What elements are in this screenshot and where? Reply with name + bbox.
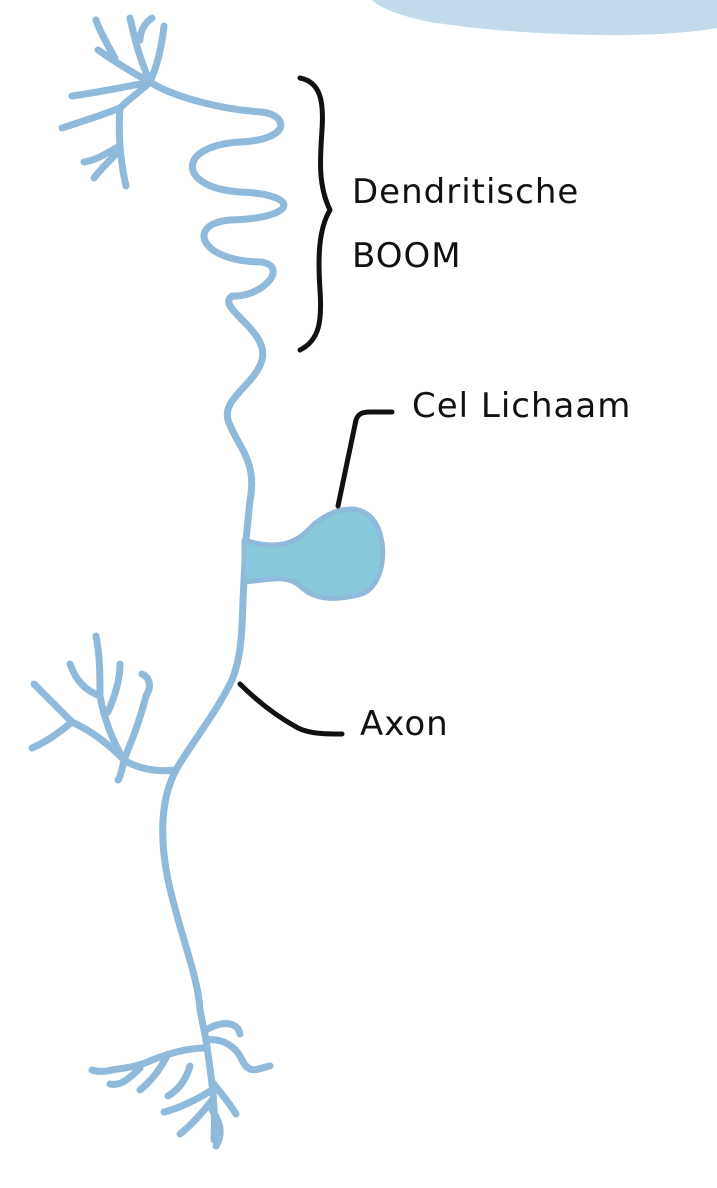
axon-terminal [136, 1050, 172, 1094]
axon-terminal [164, 1062, 194, 1100]
axon-terminal [106, 1064, 144, 1088]
axon-leader-line [237, 681, 345, 737]
dendrite-branch-top [90, 146, 124, 182]
dendritic-tree-label-line1: Dendritische [352, 172, 580, 212]
axon-path [159, 536, 250, 1044]
axon-terminal [202, 1036, 274, 1074]
axon-terminal [88, 1044, 210, 1075]
dendrite-branch-top [136, 14, 156, 44]
axon-terminal [176, 1096, 216, 1138]
dendrite-branch-top [126, 14, 154, 86]
dendrite-branch-top [80, 142, 124, 166]
cell-body-label: Cel Lichaam [412, 386, 632, 426]
axon-collateral [66, 660, 104, 700]
axon-terminal [208, 1078, 240, 1118]
dendrite-branch-top [68, 78, 154, 100]
axon-collateral [28, 718, 76, 752]
dendrite-branch-top [58, 104, 124, 132]
neuron-icon [28, 14, 288, 1150]
axon-collateral [30, 680, 76, 726]
axon-terminal [208, 1106, 224, 1150]
axon-collateral [92, 632, 104, 700]
bracket-icon [297, 75, 333, 353]
dendritic-tree-label-line2: BOOM [352, 236, 462, 276]
axon-collateral [138, 670, 153, 700]
axon-collateral [120, 692, 150, 764]
dendritic-tree-label: Dendritische BOOM [352, 160, 579, 288]
axon-collateral [114, 756, 128, 784]
axon-terminal [202, 1020, 244, 1038]
cell-body-leader-line [335, 409, 395, 509]
dendrite-shaft [146, 78, 288, 544]
cell-body-shape [241, 506, 386, 601]
axon-collateral [120, 756, 180, 775]
dendrite-branch-top [92, 16, 119, 62]
dendrite-branch-top [146, 22, 168, 86]
axon-terminal [160, 1086, 216, 1116]
axon-collateral [104, 660, 124, 716]
axon-collateral [96, 692, 128, 764]
corner-cloud-shape [372, 0, 717, 36]
axon-label: Axon [360, 704, 449, 744]
